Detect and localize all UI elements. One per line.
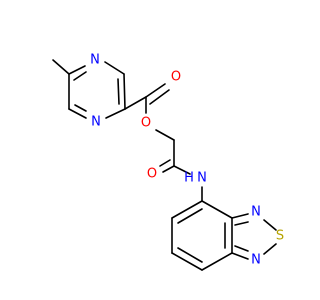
bond-pyrazine-n4-c5-inner [74, 104, 87, 112]
bond-pyrazine-n4-c5 [68, 108, 87, 119]
bond-benzo-4 [171, 252, 203, 271]
bond-pyrazine-c6-n1 [68, 65, 86, 75]
bond-amide-double-1 [162, 165, 175, 173]
atom-h-amide: H [184, 171, 194, 186]
bond-benzo-6 [171, 200, 203, 219]
bond-thiadiazole-2 [263, 219, 277, 231]
atom-o-amide: O [147, 167, 157, 182]
bond-pyrazine-c3-n4 [105, 108, 126, 119]
atom-n-pyrazine-bottom: N [91, 115, 101, 130]
bonds [52, 59, 277, 271]
bond-methyl [52, 59, 70, 75]
bond-thiadiazole-4 [231, 252, 249, 260]
bond-thiadiazole-3 [263, 243, 277, 255]
bond-pyrazine-c2-c3 [123, 73, 126, 110]
atom-labels: N N O O O N H N S N [90, 53, 284, 268]
bond-carbonyl-double-1 [145, 83, 166, 98]
atom-n-pyrazine-top: N [90, 53, 100, 68]
bond-pyrazine-n1-c2 [104, 61, 125, 75]
atom-n-thiadiazole-top: N [251, 205, 261, 220]
bond-benzo-6-inner [177, 208, 203, 224]
molecule-structure: N N O O O N H N S N [52, 53, 284, 271]
bond-o-to-ch2 [155, 129, 175, 141]
atom-n-amide: N [197, 171, 207, 186]
bond-thiadiazole-4-inner [234, 245, 249, 252]
atom-n-thiadiazole-bottom: N [251, 253, 261, 268]
atom-s-thiadiazole: S [276, 229, 284, 244]
bond-thiadiazole-1-inner [234, 221, 249, 226]
bond-benzo-4-inner [177, 247, 203, 263]
bond-ring-to-carbonyl [124, 96, 147, 110]
bond-thiadiazole-1 [231, 213, 249, 219]
bond-pyrazine-c2-c3-inner [117, 78, 120, 105]
atom-o-ester-carbonyl: O [171, 70, 181, 85]
bond-pyrazine-c6-n1-inner [73, 71, 87, 81]
bond-amide-c-to-n [173, 165, 191, 175]
atom-o-ester-link: O [141, 116, 151, 131]
structure-canvas: N N O O O N H N S N [52, 53, 284, 271]
bond-benzo-1 [201, 200, 233, 219]
bond-carbonyl-double-2 [149, 89, 170, 105]
bond-amide-double-2 [159, 159, 171, 167]
bond-benzo-3 [201, 252, 233, 271]
